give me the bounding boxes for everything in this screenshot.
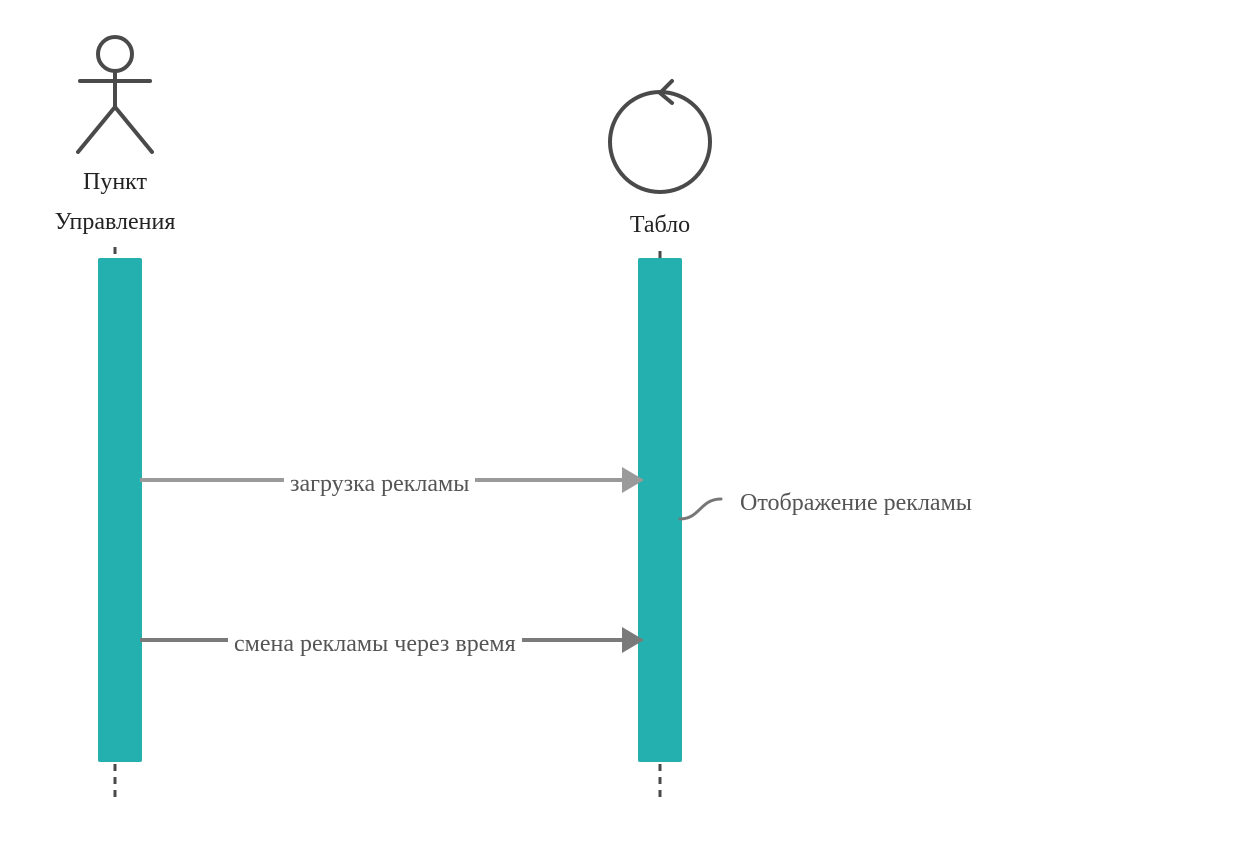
activation-bar-control <box>98 258 142 762</box>
message-label-2: смена рекламы через время <box>228 629 522 659</box>
participant-name-control-line2: Управления <box>54 209 176 235</box>
note-text: Отображение рекламы <box>740 490 972 516</box>
participant-name-control-line1: Пункт <box>82 169 147 195</box>
note-connector <box>678 497 723 521</box>
message-label-1: загрузка рекламы <box>284 469 476 499</box>
control-icon <box>608 79 712 194</box>
participant-name-board: Табло <box>629 212 691 238</box>
actor-icon <box>76 35 154 154</box>
activation-bar-board <box>638 258 682 762</box>
